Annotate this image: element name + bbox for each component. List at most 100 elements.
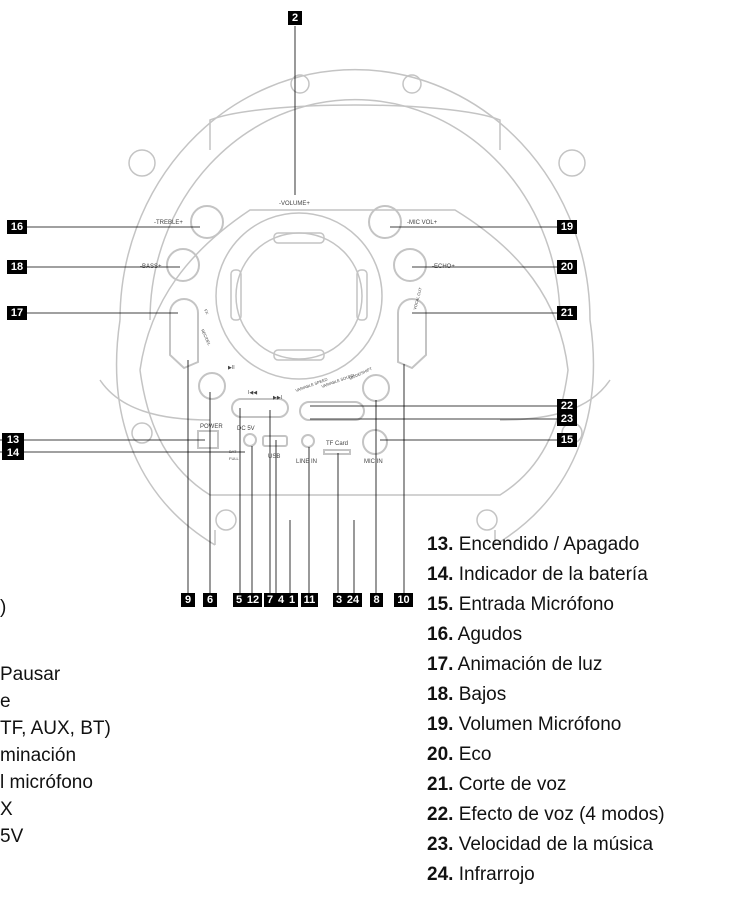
legend-left-line: 5V: [0, 826, 24, 847]
legend-text: Infrarrojo: [453, 864, 535, 885]
mode-shift-button[interactable]: [362, 374, 390, 402]
callout-17: 17: [7, 306, 27, 320]
variable-button[interactable]: [299, 401, 365, 421]
legend-item-18: 18. Bajos: [427, 684, 506, 706]
legend-text: Eco: [453, 744, 492, 765]
legend-item-24: 24. Infrarrojo: [427, 864, 535, 886]
bass-knob[interactable]: [166, 248, 200, 282]
legend-number: 13.: [427, 534, 454, 555]
legend-text: Entrada Micrófono: [453, 594, 614, 615]
legend-number: 18.: [427, 684, 454, 705]
mic-vol-knob[interactable]: [368, 205, 402, 239]
callout-13: 13: [2, 433, 24, 447]
callout-16: 16: [7, 220, 27, 234]
screw-bottom-right: [476, 509, 498, 531]
prev-next-button[interactable]: [231, 398, 289, 418]
legend-text: Indicador de la batería: [453, 564, 648, 585]
legend-item-23: 23. Velocidad de la música: [427, 834, 653, 856]
bass-label: -BASS+: [140, 264, 162, 270]
dc-label: DC 5V: [237, 426, 255, 432]
line-in-label: LINE IN: [296, 459, 317, 465]
panel-top-cutout: [209, 104, 501, 150]
center-ring-inner: [235, 232, 363, 360]
callout-21: 21: [557, 306, 577, 320]
tf-card-label: TF Card: [326, 441, 348, 447]
callout-8: 8: [370, 593, 383, 607]
legend-text: Agudos: [453, 624, 523, 645]
legend-number: 15.: [427, 594, 454, 615]
power-switch[interactable]: [197, 430, 219, 449]
legend-left-line: X: [0, 799, 13, 820]
center-ring-outer: [215, 212, 383, 380]
bat-label: BAT: [229, 449, 237, 454]
tf-card-slot[interactable]: [323, 449, 351, 455]
legend-item-20: 20. Eco: [427, 744, 491, 766]
panel-curve-right: [499, 379, 611, 421]
dc-5v-port[interactable]: [243, 433, 257, 447]
legend-item-21: 21. Corte de voz: [427, 774, 566, 796]
legend-text: Corte de voz: [453, 774, 567, 795]
screw-top-center: [290, 74, 310, 94]
callout-19: 19: [557, 220, 577, 234]
callout-20: 20: [557, 260, 577, 274]
callout-4: 4: [275, 593, 287, 607]
legend-item-19: 19. Volumen Micrófono: [427, 714, 621, 736]
legend-number: 16.: [427, 624, 454, 645]
fx-label: FX: [203, 308, 210, 315]
legend-number: 23.: [427, 834, 454, 855]
legend-item-22: 22. Efecto de voz (4 modos): [427, 804, 665, 826]
housing-lower-right: [494, 319, 595, 546]
legend-item-13: 13. Encendido / Apagado: [427, 534, 639, 556]
callout-12: 12: [244, 593, 262, 607]
light-button[interactable]: [169, 298, 199, 370]
legend-number: 20.: [427, 744, 454, 765]
legend-number: 19.: [427, 714, 454, 735]
volume-label: -VOLUME+: [279, 201, 310, 207]
callout-7: 7: [264, 593, 276, 607]
legend-text: Bajos: [453, 684, 507, 705]
callout-1: 1: [286, 593, 298, 607]
play-pause-button[interactable]: [198, 372, 226, 400]
full-label: FULL: [229, 456, 240, 461]
callout-9: 9: [181, 593, 195, 607]
legend-text: Volumen Micrófono: [453, 714, 622, 735]
light-segment-right: [356, 269, 368, 321]
echo-knob[interactable]: [393, 248, 427, 282]
legend-item-17: 17. Animación de luz: [427, 654, 602, 676]
legend-text: Encendido / Apagado: [453, 534, 640, 555]
screw-top-right: [558, 149, 586, 177]
usb-label: USB: [268, 454, 280, 460]
housing-inner-arc: [149, 98, 561, 321]
legend-item-14: 14. Indicador de la batería: [427, 564, 648, 586]
play-icon: ▶II: [228, 365, 235, 371]
callout-15: 15: [557, 433, 577, 447]
legend-left-line: TF, AUX, BT): [0, 718, 111, 739]
panel-curve-left: [99, 379, 211, 421]
usb-port[interactable]: [262, 435, 288, 447]
housing-outer-arc: [119, 68, 591, 321]
legend-number: 24.: [427, 864, 454, 885]
echo-label: -ECHO+: [432, 264, 455, 270]
legend-left-line: minación: [0, 745, 77, 766]
legend-text: Animación de luz: [453, 654, 603, 675]
legend-number: 14.: [427, 564, 454, 585]
callout-5: 5: [233, 593, 245, 607]
vocal-cut-button[interactable]: [397, 298, 427, 370]
legend-number: 21.: [427, 774, 454, 795]
callout-3: 3: [333, 593, 345, 607]
vocal-cut-label: VOCAL CUT: [412, 286, 423, 310]
housing-bottom-lip: [214, 530, 496, 545]
screw-mid-left: [131, 422, 153, 444]
treble-knob[interactable]: [190, 205, 224, 239]
legend-text: Velocidad de la música: [453, 834, 654, 855]
callout-23: 23: [557, 412, 577, 426]
panel-outline: [139, 209, 569, 496]
legend-text: Efecto de voz (4 modos): [453, 804, 665, 825]
legend-left-line: ): [0, 597, 7, 618]
callout-10: 10: [394, 593, 413, 607]
treble-label: -TREBLE+: [154, 220, 183, 226]
callout-18: 18: [7, 260, 27, 274]
mic-in-port[interactable]: [362, 429, 388, 455]
line-in-port[interactable]: [301, 434, 315, 448]
